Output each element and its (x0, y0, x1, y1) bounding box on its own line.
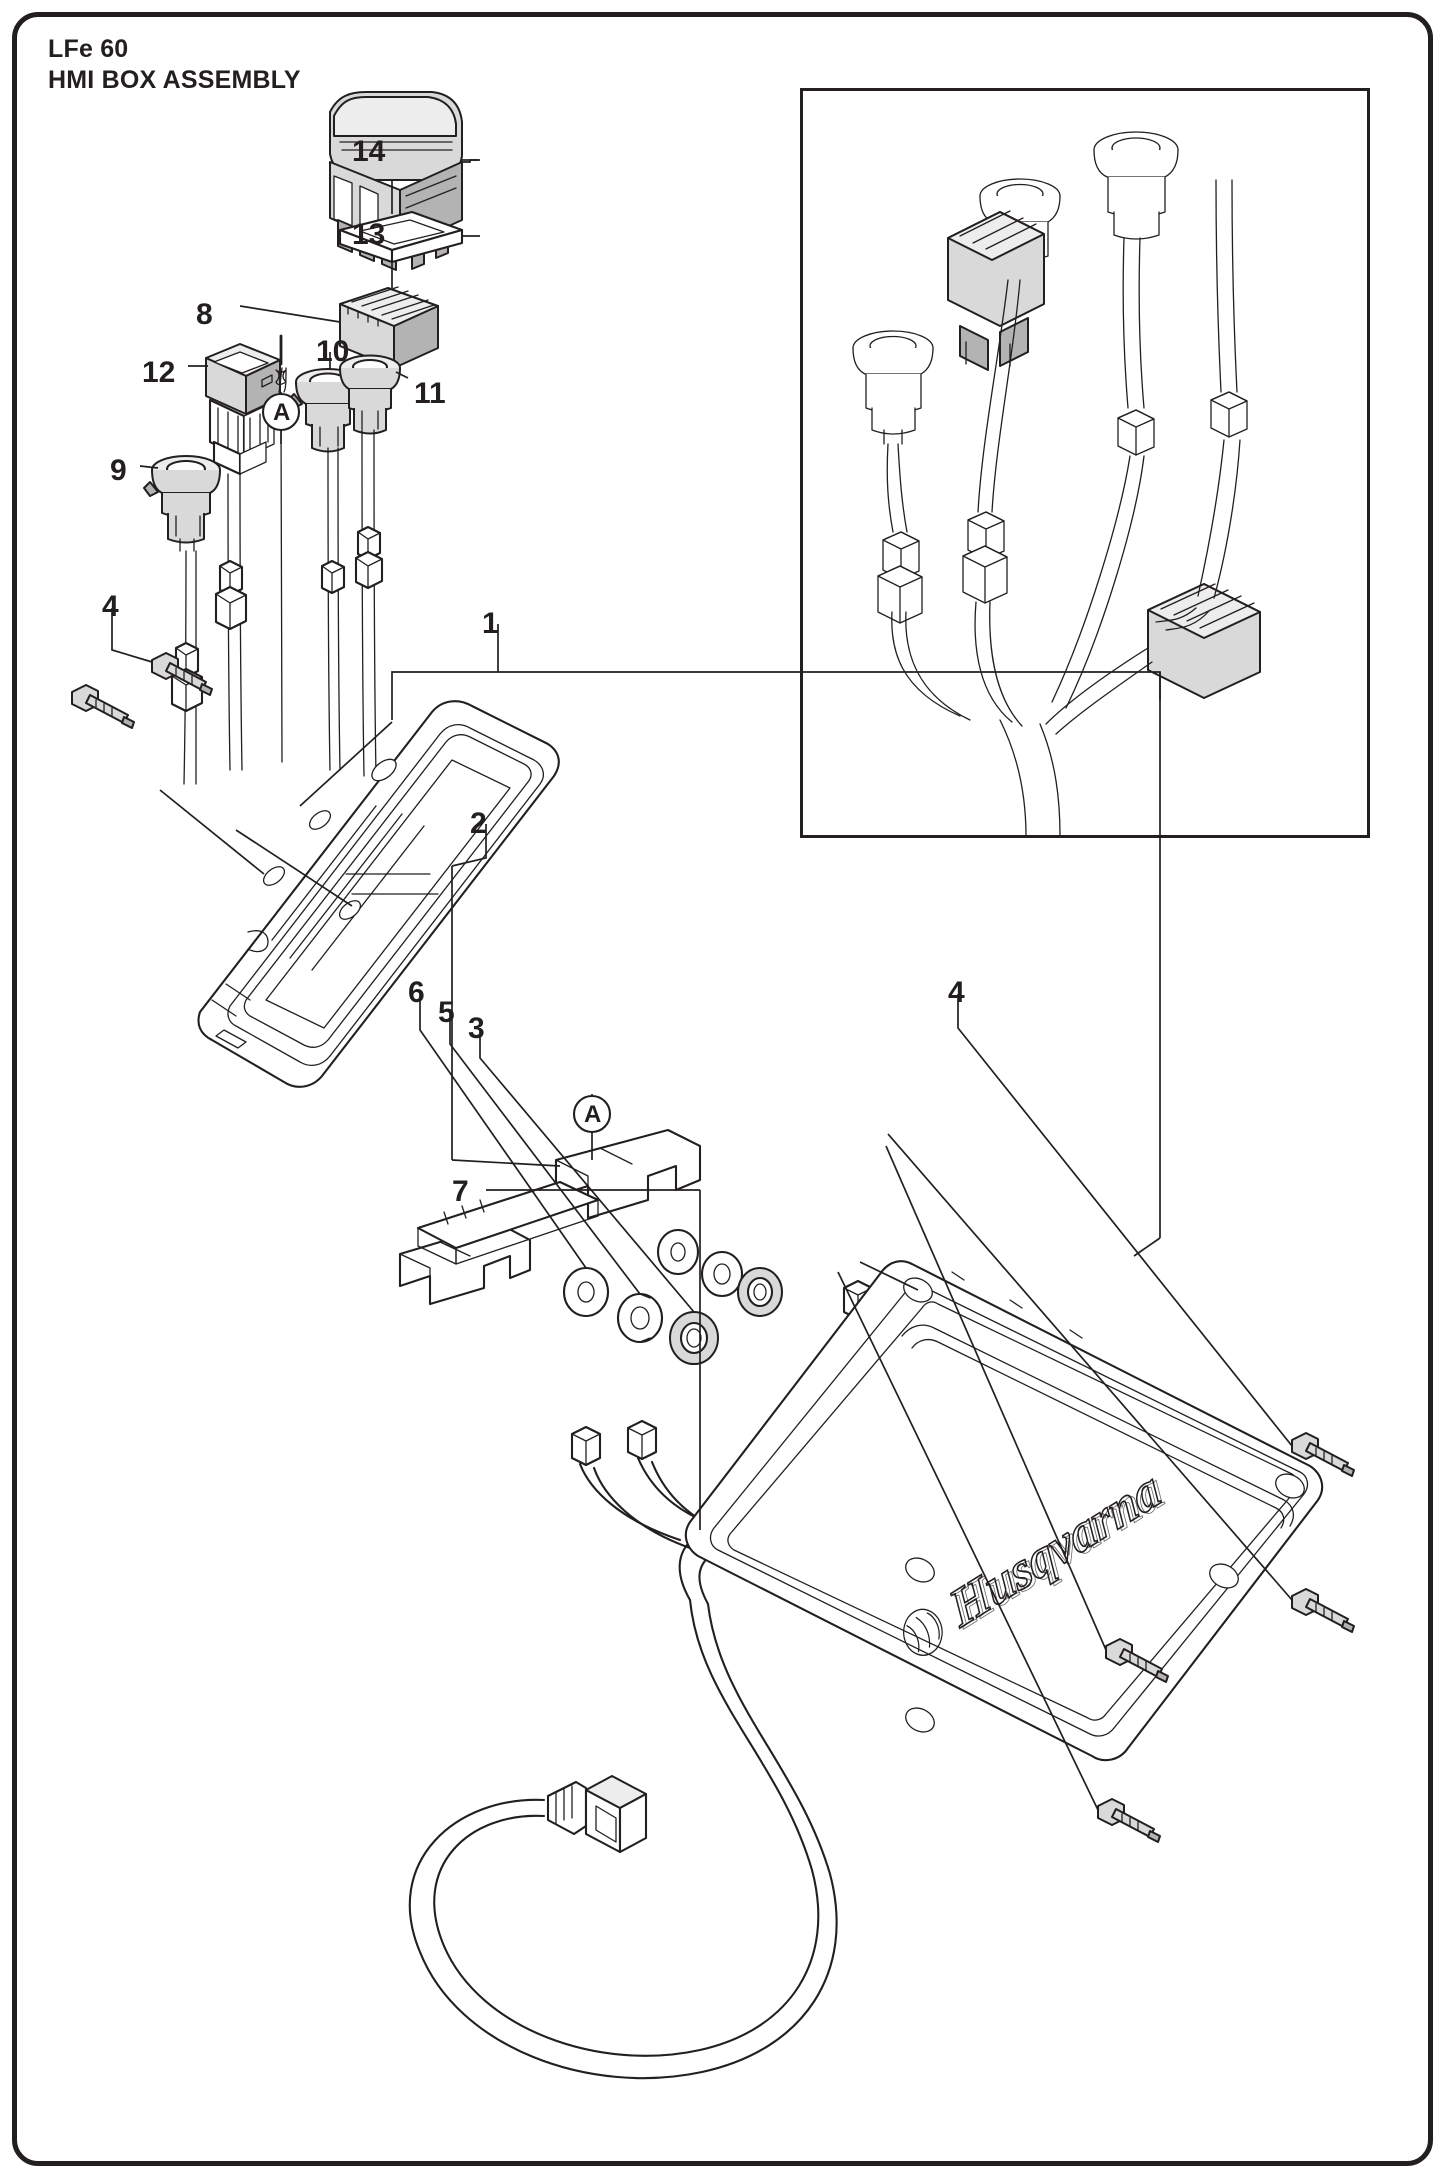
ref-circle-a-top (261, 392, 301, 432)
screw-lower-1 (1291, 1432, 1355, 1477)
part-6-washer (562, 1266, 610, 1318)
inset-harness-drawing (852, 131, 1261, 837)
callout-10[interactable]: 10 (316, 335, 350, 368)
callout-7[interactable]: 7 (452, 1175, 469, 1208)
inset-lamp-c (1093, 131, 1179, 240)
inset-multipin-connector (1147, 583, 1261, 699)
callout-4-upper[interactable]: 4 (102, 590, 119, 623)
callout-5[interactable]: 5 (438, 996, 455, 1029)
callout-13[interactable]: 13 (352, 218, 386, 251)
callout-3[interactable]: 3 (468, 1012, 485, 1045)
leader-lines (111, 159, 1293, 1811)
part-1-hmi-box-housing (197, 700, 560, 1088)
ref-letter-a-top: A (273, 399, 291, 426)
ref-letter-a-bottom: A (584, 1101, 602, 1128)
harness-end-connector (546, 1775, 648, 1854)
hardware-upper-trio (656, 1228, 783, 1317)
callout-9[interactable]: 9 (110, 454, 127, 487)
assembly-title: HMI BOX ASSEMBLY (48, 65, 301, 94)
part-12-connector-block (205, 343, 281, 476)
parts-3-5-6-hardware (562, 1228, 783, 1365)
part-5-spacer (616, 1292, 664, 1344)
reference-marker-circles (261, 392, 612, 1134)
inset-lamp-a (852, 330, 934, 445)
inset-harness-cables (886, 179, 1241, 837)
callout-12[interactable]: 12 (142, 356, 176, 389)
husqvarna-crown-icon (903, 1608, 943, 1656)
screw-lower-3 (1105, 1638, 1169, 1683)
callout-6[interactable]: 6 (408, 976, 425, 1009)
part-4-screws-upper (71, 652, 213, 729)
screw-upper-2 (71, 684, 135, 729)
screw-lower-4 (1097, 1798, 1161, 1843)
part-4-screws-lower (1097, 1432, 1355, 1843)
inset-inline-connectors (877, 391, 1248, 624)
bracket-lower (398, 1222, 532, 1306)
callout-4-lower-right[interactable]: 4 (948, 976, 965, 1009)
screw-upper-1 (151, 652, 213, 696)
part-3-grommet (669, 1311, 719, 1365)
callout-2[interactable]: 2 (470, 807, 487, 840)
title-block: LFe 60 HMI BOX ASSEMBLY (48, 34, 301, 95)
part-13-switch-gasket (338, 210, 464, 264)
part-cover-plate: Husqvarna Husqvarna (684, 1260, 1324, 1762)
callout-14[interactable]: 14 (352, 135, 386, 168)
callout-11[interactable]: 11 (414, 377, 446, 410)
model-name: LFe 60 (48, 35, 129, 63)
part-9-indicator-lamp-left (143, 455, 221, 552)
part-8-connector-housing (339, 286, 439, 369)
harness-detail-inset (800, 88, 1370, 838)
harness-terminal-blocks (570, 1279, 936, 1467)
part-11-indicator-lamp-right (339, 354, 401, 435)
screw-lower-2 (1291, 1588, 1355, 1633)
inset-connector-block (947, 210, 1045, 371)
callout-1[interactable]: 1 (482, 607, 499, 640)
callout-8[interactable]: 8 (196, 298, 213, 331)
ref-circle-a-bottom (572, 1094, 612, 1134)
